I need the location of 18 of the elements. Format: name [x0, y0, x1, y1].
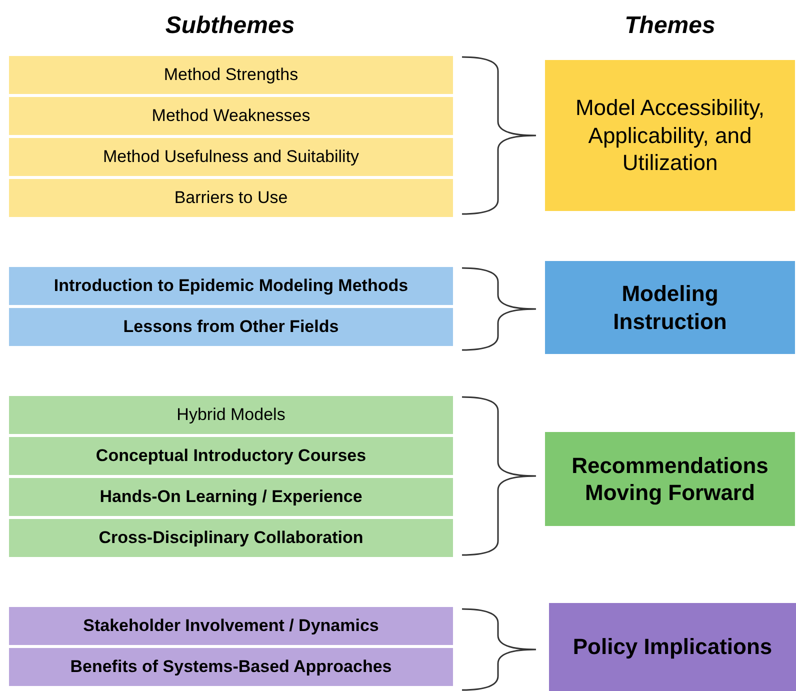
subtheme-box: Benefits of Systems-Based Approaches — [9, 648, 453, 686]
subtheme-box: Method Usefulness and Suitability — [9, 138, 453, 176]
subtheme-box: Hands-On Learning / Experience — [9, 478, 453, 516]
subtheme-box: Stakeholder Involvement / Dynamics — [9, 607, 453, 645]
column-heading: Subthemes — [164, 11, 296, 41]
subtheme-box: Barriers to Use — [9, 179, 453, 217]
subtheme-box: Conceptual Introductory Courses — [9, 437, 453, 475]
subtheme-box: Hybrid Models — [9, 396, 453, 434]
subtheme-box: Method Strengths — [9, 56, 453, 94]
theme-box: Policy Implications — [549, 603, 796, 691]
subtheme-box: Cross-Disciplinary Collaboration — [9, 519, 453, 557]
theme-box: Model Accessibility, Applicability, and Utilization — [545, 60, 795, 211]
subtheme-box: Introduction to Epidemic Modeling Methods — [9, 267, 453, 305]
theme-box: Recommendations Moving Forward — [545, 432, 795, 526]
subtheme-box: Method Weaknesses — [9, 97, 453, 135]
subtheme-box: Lessons from Other Fields — [9, 308, 453, 346]
theme-box: Modeling Instruction — [545, 261, 795, 354]
column-heading: Themes — [624, 11, 716, 41]
